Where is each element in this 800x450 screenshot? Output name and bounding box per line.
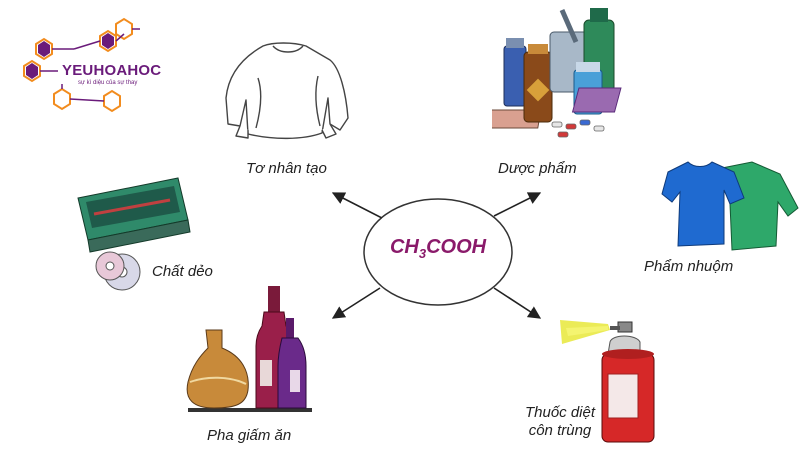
formula-prefix: CH [389, 236, 419, 258]
arrow-pha-giam-an [331, 287, 381, 319]
plastic-case-and-discs-icon [77, 177, 191, 291]
label-pham-nhuom: Phẩm nhuộm [644, 258, 734, 275]
label-duoc-pham: Dược phẩm [498, 160, 577, 177]
logo-tagline: sự kì diệu của sự thay [78, 80, 138, 86]
logo-hexagon-graphic [23, 17, 140, 113]
logo-name: YEUHOAHOC [62, 62, 162, 79]
insecticide-spray-icon [560, 320, 655, 443]
arrow-duoc-pham [493, 192, 542, 217]
formula-suffix: COOH [426, 236, 487, 258]
shirt-outline-icon [225, 42, 349, 140]
label-thuoc-diet-con-trung: Thuốc diệt côn trùng [510, 404, 610, 440]
label-chat-deo: Chất dẻo [152, 263, 213, 280]
dyed-clothes-icon [661, 161, 799, 251]
arrow-to-nhan-tao [331, 192, 383, 219]
arrow-thuoc-diet [493, 287, 542, 319]
label-to-nhan-tao: Tơ nhân tạo [246, 160, 327, 177]
label-pha-giam-an: Pha giấm ăn [207, 427, 292, 444]
formula-subscript: 3 [418, 246, 427, 261]
label-thuoc-diet-line2: côn trùng [528, 422, 592, 439]
vinegar-bottles-icon [186, 286, 312, 412]
medicine-bottles-icon [492, 8, 622, 138]
center-formula: CH3COOH [362, 236, 514, 261]
label-thuoc-diet-line1: Thuốc diệt [524, 404, 596, 421]
center-ellipse [363, 198, 513, 306]
